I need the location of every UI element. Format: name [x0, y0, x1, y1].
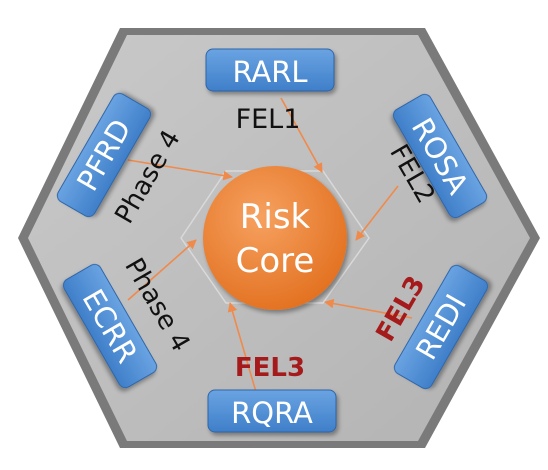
box-rqra-label: RQRA: [231, 396, 313, 430]
box-rarl[interactable]: RARL: [205, 48, 335, 92]
arrow-bottom: [227, 302, 257, 393]
arrow-upper-left: [127, 159, 233, 181]
arrow-lower-left: [127, 239, 197, 301]
risk-core-circle: [203, 166, 347, 310]
box-rqra[interactable]: RQRA: [207, 389, 337, 433]
label-fel1: FEL1: [236, 104, 301, 135]
arrow-upper-right: [355, 185, 399, 241]
core-label-line2: Core: [236, 241, 315, 281]
arrow-top: [280, 97, 323, 173]
box-rarl-label: RARL: [232, 55, 307, 89]
label-fel3-bottom: FEL3: [235, 353, 305, 383]
inner-hexagon: [180, 170, 370, 304]
arrow-lower-right: [324, 298, 413, 319]
core-label-line1: Risk: [240, 197, 311, 237]
